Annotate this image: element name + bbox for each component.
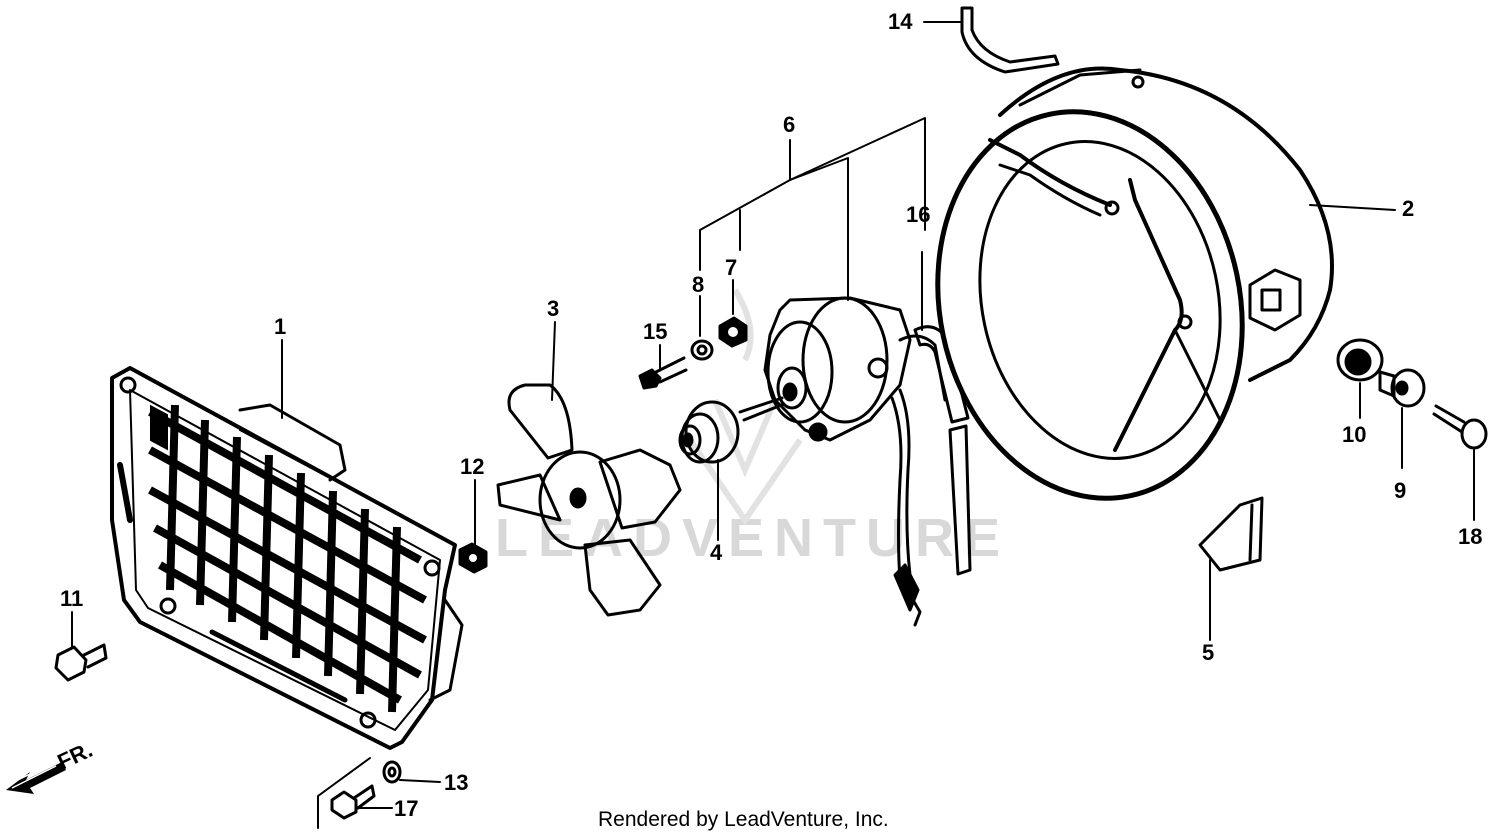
grille-mesh (148, 404, 427, 713)
callout-10: 10 (1342, 422, 1366, 447)
callout-7: 7 (725, 255, 737, 280)
fan-motor[interactable] (738, 296, 947, 442)
clip-14[interactable] (960, 6, 1060, 74)
nut-7[interactable] (718, 316, 748, 348)
bolt-18[interactable] (1432, 404, 1488, 450)
washer-8[interactable] (690, 339, 714, 361)
callout-4: 4 (710, 540, 723, 565)
watermark-emblem (687, 288, 803, 526)
callout-17: 17 (394, 796, 418, 821)
bolt-11[interactable] (54, 643, 108, 682)
grille[interactable] (110, 366, 464, 750)
callout-14: 14 (888, 9, 913, 34)
callout-11: 11 (60, 586, 83, 611)
washer-13[interactable] (382, 760, 402, 784)
tube-16[interactable] (913, 325, 972, 576)
bolt-15[interactable] (638, 356, 688, 390)
callout-3: 3 (547, 296, 559, 321)
bolt-17[interactable] (330, 784, 376, 820)
callout-13: 13 (444, 770, 468, 795)
callout-5: 5 (1202, 640, 1214, 665)
callout-2: 2 (1402, 196, 1414, 221)
callouts: 1 2 3 4 5 6 7 8 9 10 11 12 13 14 15 16 1… (60, 9, 1482, 821)
leader-bracket-13-17 (317, 757, 371, 829)
leader-lines (71, 21, 1475, 809)
front-arrow-icon (6, 759, 66, 794)
callout-9: 9 (1394, 478, 1406, 503)
credit-text: Rendered by LeadVenture, Inc. (598, 808, 889, 831)
grommet-10[interactable] (1336, 338, 1384, 382)
motor-lead-wire (890, 388, 922, 627)
callout-16: 16 (906, 202, 930, 227)
callout-18: 18 (1458, 524, 1482, 549)
callout-6: 6 (783, 112, 795, 137)
fan-shroud[interactable] (903, 66, 1334, 526)
callout-15: 15 (643, 319, 667, 344)
watermark: LEADVENTURE (495, 508, 1010, 568)
callout-1: 1 (274, 314, 286, 339)
bracket-5[interactable] (1198, 496, 1264, 572)
callout-8: 8 (692, 272, 704, 297)
nut-12[interactable] (458, 542, 488, 574)
boss-nut-4[interactable] (678, 400, 740, 464)
callout-12: 12 (460, 454, 484, 479)
collar-9[interactable] (1378, 368, 1426, 408)
fan-blade[interactable] (496, 383, 682, 617)
